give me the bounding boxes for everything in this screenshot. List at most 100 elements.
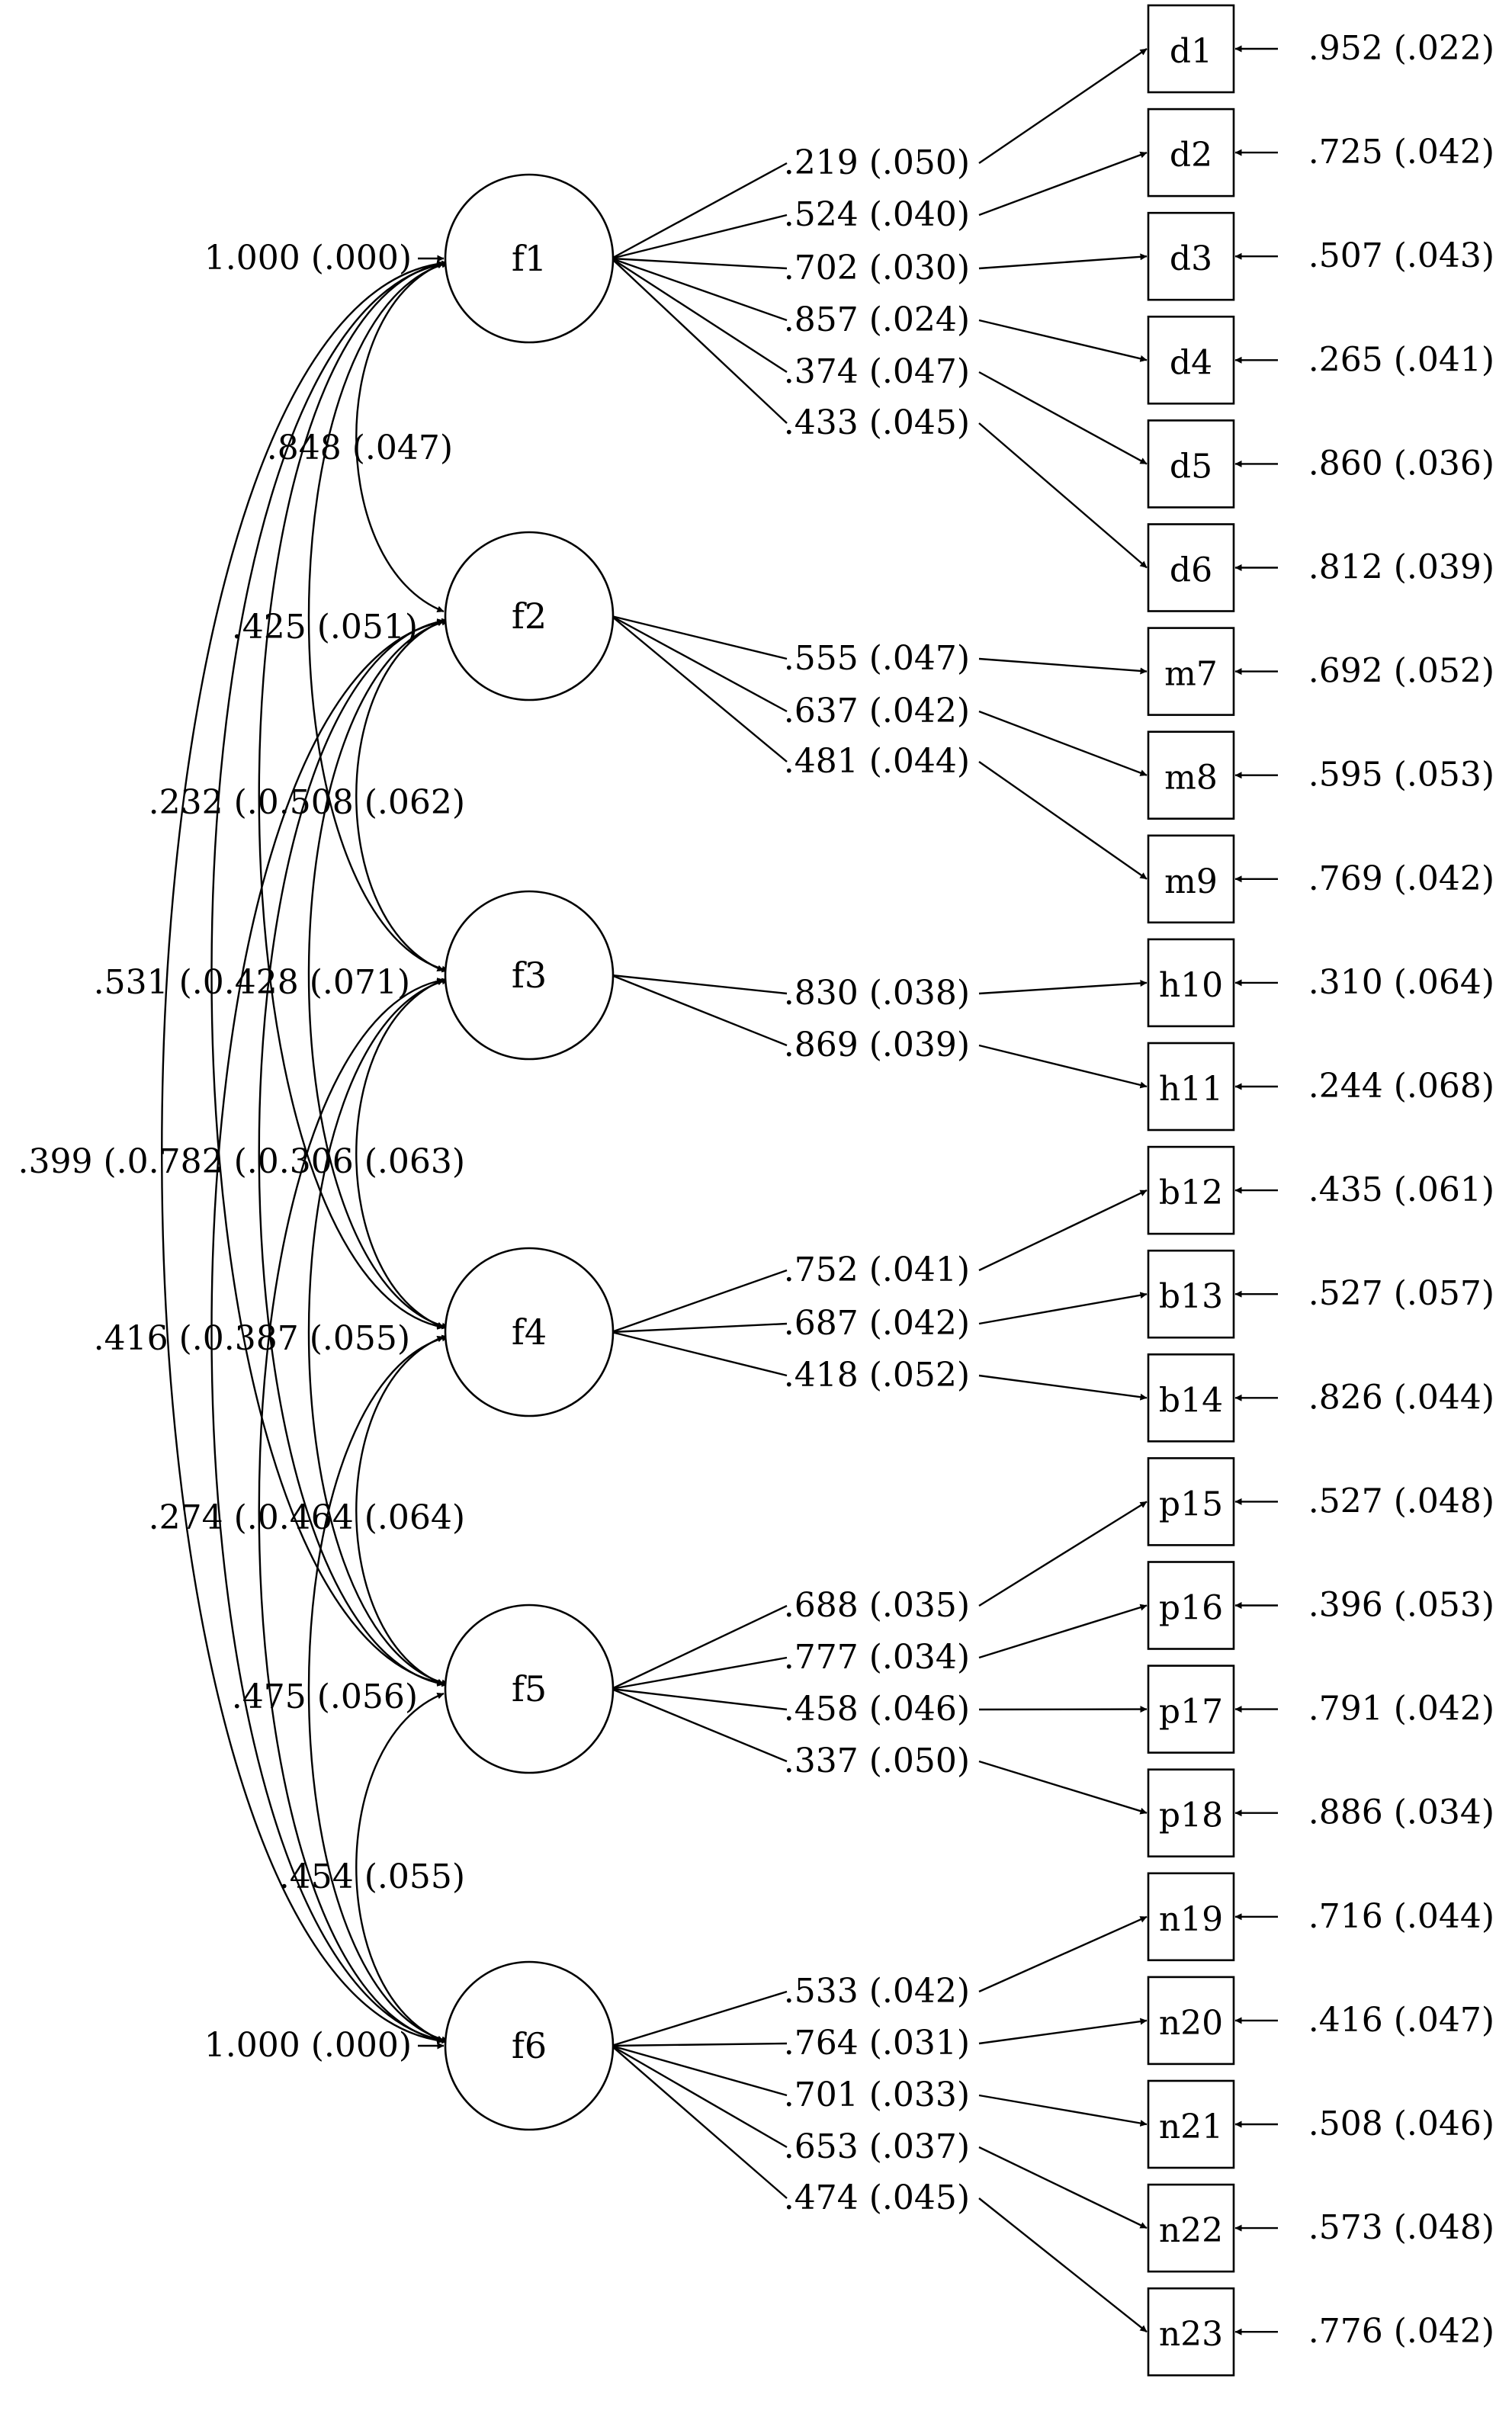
indicator-box-n23: n23	[1147, 2287, 1235, 2377]
loading-path-start	[611, 2042, 788, 2047]
loading-arrow-b14	[978, 1374, 1148, 1401]
indicator-box-m8: m8	[1147, 730, 1235, 820]
factor-label: f3	[512, 955, 547, 996]
loading-path-start	[611, 1269, 788, 1334]
error-variance-label: .725 (.042)	[1308, 133, 1494, 172]
indicator-label: p16	[1159, 1589, 1223, 1628]
error-variance-label: .692 (.052)	[1308, 652, 1494, 691]
indicator-box-n21: n21	[1147, 2079, 1235, 2169]
indicator-box-b14: b14	[1147, 1353, 1235, 1443]
loading-arrow-m9	[978, 761, 1148, 880]
loading-path-start	[611, 257, 788, 374]
indicator-box-d6: d6	[1147, 523, 1235, 612]
loading-label: .433 (.045)	[784, 403, 970, 442]
loading-arrow-b13	[978, 1292, 1148, 1325]
error-variance-label: .416 (.047)	[1308, 2001, 1494, 2040]
factor-node-f4: f4	[444, 1247, 615, 1417]
indicator-box-n20: n20	[1147, 1976, 1235, 2066]
indicator-label: d2	[1170, 136, 1212, 175]
loading-arrow-h10	[978, 979, 1148, 995]
error-variance-label: .396 (.053)	[1308, 1586, 1494, 1625]
loading-path-start	[611, 974, 788, 995]
loading-path-start	[611, 1331, 788, 1377]
loading-arrow-n23	[978, 2198, 1148, 2333]
loading-path-start	[611, 2044, 788, 2097]
indicator-box-n19: n19	[1147, 1872, 1235, 1962]
loading-label: .474 (.045)	[784, 2178, 970, 2217]
indicator-label: n21	[1159, 2108, 1223, 2146]
loading-path-start	[611, 615, 788, 660]
indicator-label: n19	[1159, 1900, 1223, 1939]
loading-arrow-d5	[978, 371, 1148, 465]
loading-label: .687 (.042)	[784, 1304, 970, 1343]
factor-label: f1	[512, 238, 547, 279]
error-variance-label: .886 (.034)	[1308, 1793, 1494, 1832]
loading-arrow-d6	[978, 422, 1148, 569]
loading-label: .653 (.037)	[784, 2127, 970, 2166]
indicator-label: n20	[1159, 2004, 1223, 2043]
loading-path-start	[611, 1990, 788, 2047]
loading-arrow-d2	[978, 151, 1148, 217]
loading-arrow-p16	[978, 1604, 1148, 1659]
loading-path-start	[611, 162, 788, 260]
loading-label: .702 (.030)	[784, 249, 970, 287]
indicator-box-d5: d5	[1147, 419, 1235, 509]
loading-path-start	[611, 258, 788, 424]
correlation-arc-f5-f6	[355, 1692, 445, 2043]
factor-label: f5	[512, 1668, 547, 1710]
loading-label: .701 (.033)	[784, 2076, 970, 2114]
factor-node-f2: f2	[444, 531, 615, 701]
error-variance-label: .527 (.048)	[1308, 1482, 1494, 1520]
indicator-label: b14	[1159, 1381, 1223, 1420]
loading-label: .219 (.050)	[784, 143, 970, 182]
loading-arrow-d1	[978, 48, 1148, 164]
error-variance-label: .310 (.064)	[1308, 963, 1494, 1002]
factor-nodes: f1 f2 f3 f4 f5 f6	[444, 173, 615, 2131]
error-variance-label: .527 (.057)	[1308, 1274, 1494, 1313]
indicator-box-d3: d3	[1147, 211, 1235, 301]
loading-label: .637 (.042)	[784, 692, 970, 730]
indicator-label: p15	[1159, 1485, 1223, 1523]
correlation-label: .531 (.0.428 (.071)	[94, 963, 410, 1002]
factor-node-f6: f6	[444, 1960, 615, 2131]
correlation-arc-f4-f5	[355, 1335, 445, 1686]
loading-path-start	[611, 257, 788, 322]
loading-path-start	[611, 257, 788, 270]
indicator-box-h11: h11	[1147, 1042, 1235, 1132]
indicator-label: d5	[1170, 447, 1212, 486]
indicator-boxes: d1d2d3d4d5d6m7m8m9h10h11b12b13b14p15p16p…	[1147, 4, 1235, 2377]
correlation-label: .475 (.056)	[232, 1677, 418, 1716]
correlation-arc-f2-f5	[258, 618, 445, 1687]
loading-label: .374 (.047)	[784, 352, 970, 391]
correlation-arc-f1-f4	[258, 261, 445, 1330]
error-variance-label: .791 (.042)	[1308, 1690, 1494, 1729]
error-variance-label: .769 (.042)	[1308, 859, 1494, 898]
factor-label: f2	[512, 596, 547, 637]
indicator-box-m7: m7	[1147, 627, 1235, 716]
error-variance-label: .573 (.048)	[1308, 2208, 1494, 2247]
indicator-label: h11	[1159, 1070, 1223, 1109]
correlation-arc-f1-f5	[210, 260, 449, 1687]
correlation-arc-f3-f6	[258, 978, 445, 2043]
loading-arrow-n20	[978, 2018, 1148, 2045]
indicator-label: m9	[1164, 862, 1218, 901]
indicator-box-d2: d2	[1147, 108, 1235, 197]
loading-label: .524 (.040)	[784, 195, 970, 234]
indicator-label: m7	[1164, 655, 1218, 694]
indicator-label: n22	[1159, 2211, 1223, 2250]
factor-label: f4	[512, 1311, 547, 1353]
loading-label: .764 (.031)	[784, 2024, 970, 2063]
loading-arrow-p18	[978, 1760, 1148, 1815]
loading-path-start	[611, 1687, 788, 1711]
indicator-label: d6	[1170, 551, 1212, 590]
indicator-box-p15: p15	[1147, 1457, 1235, 1546]
loading-label: .418 (.052)	[784, 1356, 970, 1395]
loading-arrow-n22	[978, 2146, 1148, 2230]
indicator-label: m8	[1164, 759, 1218, 798]
loading-path-start	[611, 1604, 788, 1690]
error-variance-label: .860 (.036)	[1308, 444, 1494, 483]
correlation-arc-f1-f2	[355, 262, 445, 613]
indicator-box-m9: m9	[1147, 834, 1235, 924]
loading-arrow-n19	[978, 1915, 1148, 1993]
